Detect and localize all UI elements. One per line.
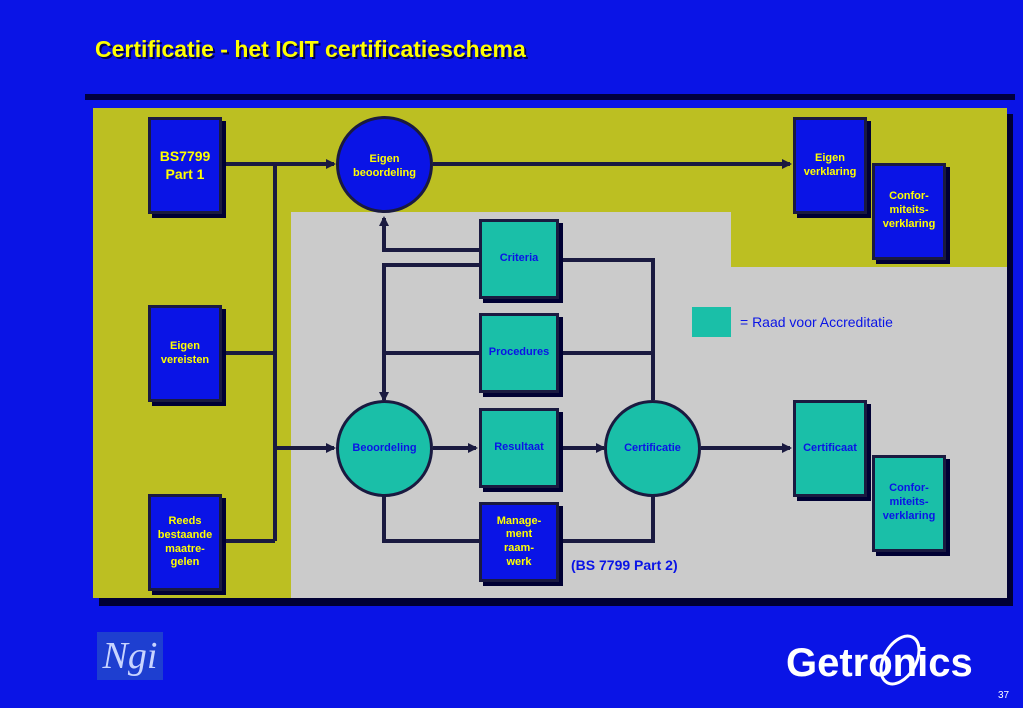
node-conformiteit2-line1: Confor- [889, 482, 929, 494]
page-number: 37 [998, 690, 1010, 701]
node-management-raamwerk: Manage- ment raam- werk [479, 502, 559, 582]
legend-swatch [692, 307, 731, 337]
legend-label: = Raad voor Accreditatie [740, 314, 893, 330]
node-eigen-beoordeling-line2: beoordeling [353, 166, 416, 179]
ngi-logo-text: Ngi [102, 635, 158, 677]
getronics-logo-text: Getronics [786, 641, 973, 685]
node-conformiteit1-line2: miteits- [889, 203, 929, 216]
node-conformiteit1-line3: verklaring [882, 217, 936, 230]
node-conformiteitsverklaring-2: Confor- miteits- verklaring [872, 455, 946, 552]
bs7799-part2-note: (BS 7799 Part 2) [571, 557, 678, 573]
slide-title: Certificatie - het ICIT certificatiesche… [95, 36, 526, 62]
node-reeds-line3: maatre- [165, 542, 205, 555]
node-eigen-vereisten: Eigen vereisten [148, 305, 222, 402]
ngi-logo: Ngi [97, 632, 163, 680]
node-bs7799-line2: Part 1 [165, 165, 205, 182]
node-eigen-beoordeling-line1: Eigen [369, 153, 400, 165]
getronics-orbit-icon [879, 634, 921, 686]
node-reeds-line2: bestaande [157, 528, 213, 541]
node-conformiteit2-line2: miteits- [889, 495, 929, 508]
node-reeds-line4: gelen [170, 556, 200, 569]
line-certificatie-to-management [559, 496, 655, 543]
accreditation-area-right [731, 267, 1007, 598]
node-certificatie: Certificatie [604, 400, 701, 497]
getronics-logo: Getronics [786, 634, 973, 686]
node-reeds-line1: Reeds [168, 515, 202, 527]
node-management-line1: Manage- [496, 514, 542, 527]
node-eigen-vereisten-line2: vereisten [160, 353, 210, 366]
node-certificaat: Certificaat [793, 400, 867, 497]
node-conformiteit1-line1: Confor- [889, 190, 929, 202]
node-management-line2: ment [505, 528, 533, 541]
line-criteria-to-certificatie [559, 258, 655, 400]
node-conformiteitsverklaring-1: Confor- miteits- verklaring [872, 163, 946, 260]
line-beoordeling-to-management [382, 496, 480, 543]
node-eigen-verklaring-line1: Eigen [815, 152, 845, 164]
node-beoordeling: Beoordeling [336, 400, 433, 497]
node-eigen-vereisten-line1: Eigen [170, 339, 200, 352]
node-bs7799-line1: BS7799 [159, 148, 211, 164]
node-procedures: Procedures [479, 313, 559, 393]
arrow-criteria-to-beoordeling [379, 263, 480, 402]
arrow-criteria-to-eigen-beoordeling [379, 216, 480, 252]
node-resultaat: Resultaat [479, 408, 559, 488]
node-reeds-bestaande-maatregelen: Reeds bestaande maatre- gelen [148, 494, 222, 591]
node-eigen-verklaring: Eigen verklaring [793, 117, 867, 214]
node-conformiteit2-line3: verklaring [882, 509, 936, 522]
node-management-line4: werk [506, 555, 532, 568]
title-rule [85, 94, 1015, 100]
node-criteria: Criteria [479, 219, 559, 299]
node-management-line3: raam- [504, 542, 534, 554]
node-eigen-verklaring-line2: verklaring [803, 165, 857, 178]
node-bs7799-part1: BS7799 Part 1 [148, 117, 222, 214]
node-eigen-beoordeling: Eigen beoordeling [336, 116, 433, 213]
